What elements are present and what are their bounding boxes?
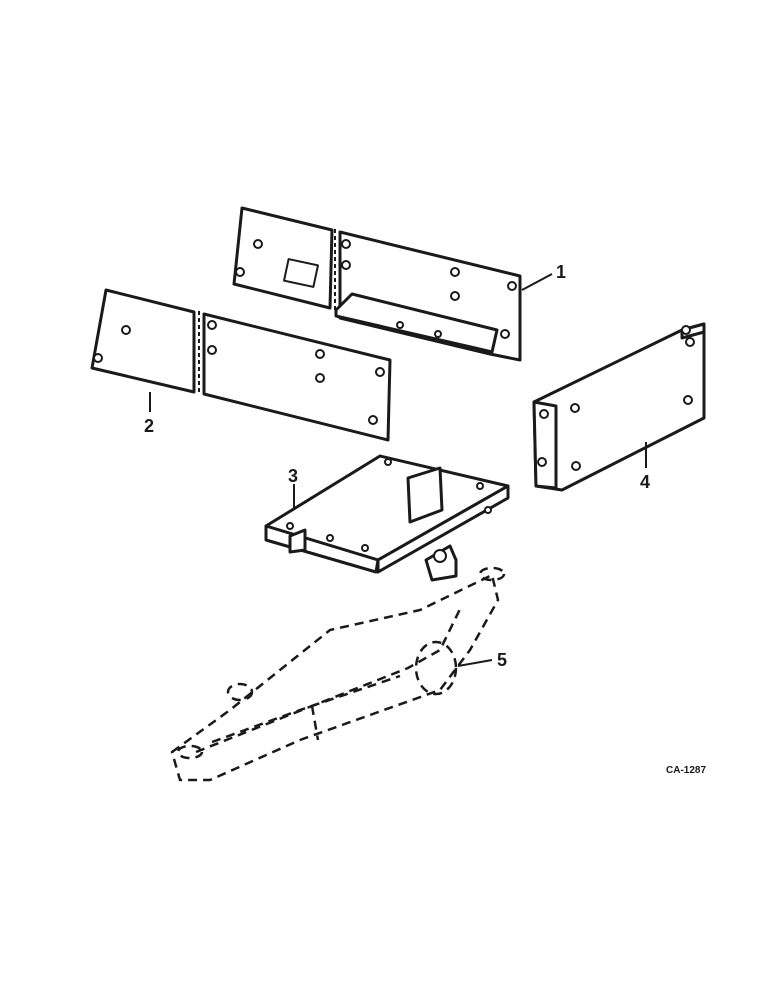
callout-5: 5 [497,650,507,670]
part-1-plate-assembly [232,206,522,362]
callout-3: 3 [288,466,298,486]
part-5-support-arm [170,566,506,782]
leader-1 [521,273,553,291]
part-3-base-plate [264,454,510,582]
part-4-angle-bracket [532,322,706,492]
callout-4: 4 [640,472,650,492]
drawing-code: CA-1287 [666,765,706,776]
leader-5 [457,659,493,667]
callout-1: 1 [556,262,566,282]
part-2-plate-assembly [90,288,392,442]
leader-lines [149,273,647,667]
callout-2: 2 [144,416,154,436]
